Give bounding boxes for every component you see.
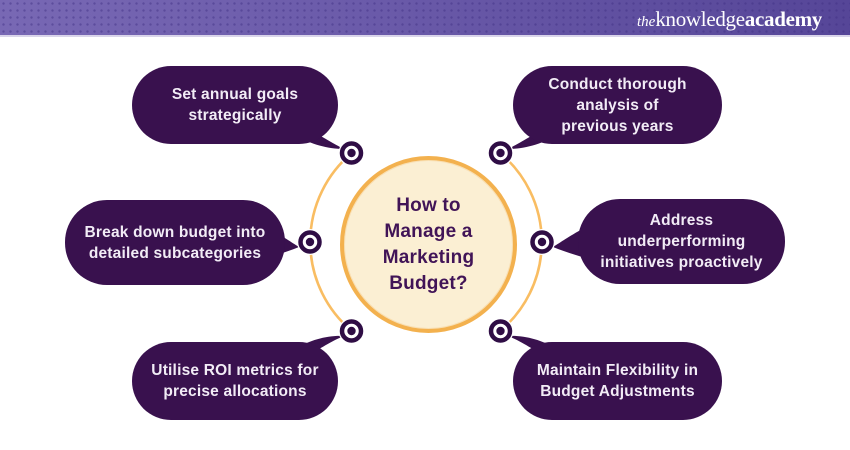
connector-dot-bottom-right — [487, 318, 514, 344]
connector-dot-right — [529, 229, 555, 255]
bubble-break-down-budget: Break down budget into detailed subcateg… — [65, 200, 285, 285]
center-circle: How to Manage a Marketing Budget? — [340, 156, 517, 333]
bubble-maintain-flexibility: Maintain Flexibility in Budget Adjustmen… — [513, 342, 722, 420]
bubble-set-annual-goals: Set annual goals strategically — [132, 66, 338, 144]
connector-dot-left — [297, 229, 323, 255]
logo-academy: academy — [744, 7, 823, 31]
bubble-utilise-roi-metrics: Utilise ROI metrics for precise allocati… — [132, 342, 338, 420]
bubble-conduct-analysis: Conduct thorough analysis of previous ye… — [513, 66, 722, 144]
connector-dot-bottom-left — [338, 318, 365, 344]
center-title: How to Manage a Marketing Budget? — [382, 194, 475, 294]
bubble-tail-right — [553, 228, 586, 258]
connector-dot-top-right — [487, 140, 514, 166]
connector-dot-top-left — [338, 140, 365, 166]
logo-knowledge: knowledge — [655, 7, 745, 31]
bubble-address-underperforming: Address underperforming initiatives proa… — [578, 199, 785, 284]
logo-the: the — [637, 14, 656, 30]
